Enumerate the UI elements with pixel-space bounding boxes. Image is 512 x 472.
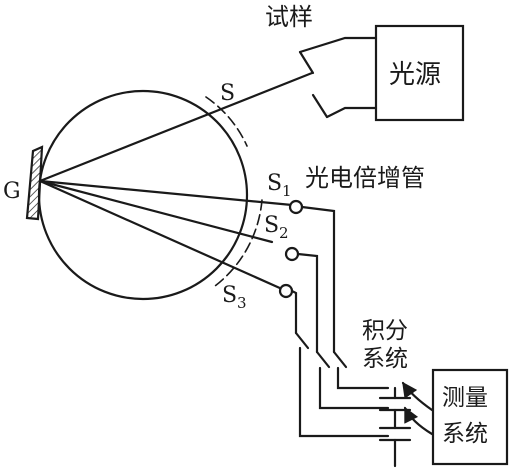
grating [25,145,44,221]
switch-1 [332,350,348,369]
slit-s1-subscript: 1 [282,182,292,200]
channel-1-wire [300,205,390,390]
arrow-integration [401,381,434,412]
slit-s2-label: S [264,213,279,238]
ray-s3 [38,179,284,291]
measure-label-line1: 测量 [442,385,488,411]
light-source-box [374,24,465,122]
integration-label-line1: 积分 [362,318,408,344]
slit-s2-subscript: 2 [279,224,289,242]
sample-electrode-bottom [311,93,329,119]
measurement-box [431,368,509,466]
slit-s3-label: S [222,283,237,308]
ray-s2 [38,179,274,244]
measure-label-line2: 系统 [442,421,488,447]
integration-label-line2: 系统 [362,346,408,372]
slit-s3-subscript: 3 [237,294,247,312]
grating-label: G [3,179,21,204]
pmt-2 [284,246,300,262]
ray-s1 [38,179,294,207]
channel-2-wire [296,252,390,410]
entrance-slit-arc [205,96,248,147]
pmt-3 [278,283,294,299]
sample-label: 试样 [265,3,313,31]
slit-s1-label: S [267,171,282,196]
switch-3 [294,331,310,350]
arrow-integration-2 [403,406,434,436]
pmt-1 [288,199,304,215]
light-source-label: 光源 [389,60,441,90]
wire-source-bottom [325,106,378,119]
channel-3-wire [290,289,390,438]
switch-2 [315,350,331,369]
slit-s-label: S [220,81,235,106]
wire-source-top [298,36,378,54]
exit-slit-arc [214,199,263,287]
sample-electrode-top [298,50,315,75]
pmt-label: 光电倍增管 [305,164,425,192]
incident-ray [38,71,314,183]
